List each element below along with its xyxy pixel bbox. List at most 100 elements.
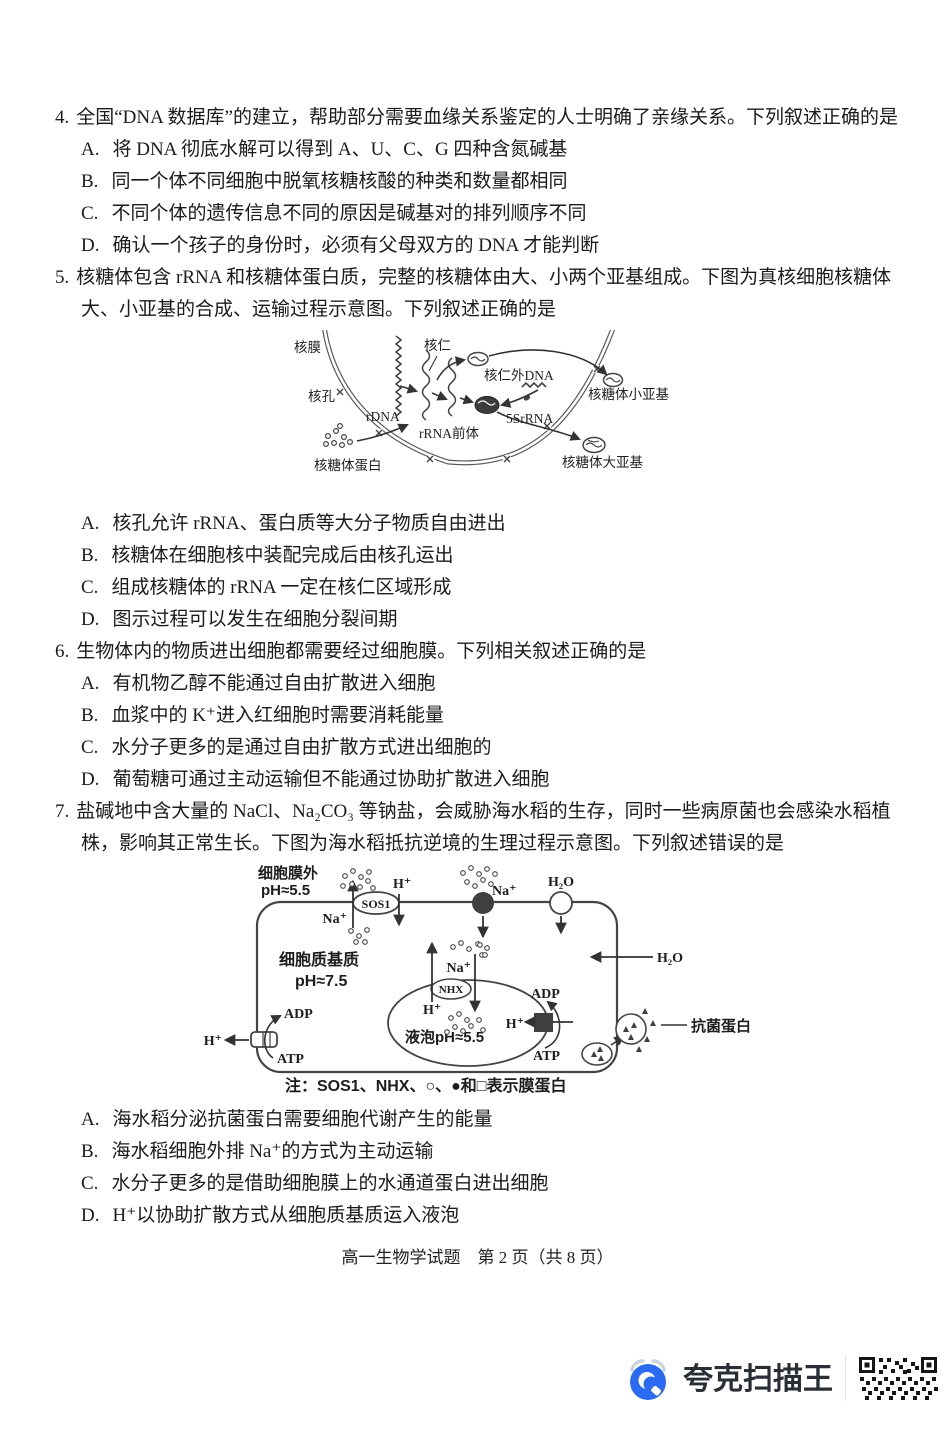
label-nuclear-membrane: 核膜 [294, 340, 321, 355]
option-label: B. [81, 705, 99, 726]
secretion-vesicle-small [581, 1042, 613, 1066]
label-outside-membrane: 细胞膜外 [258, 864, 318, 882]
option-label: C. [81, 577, 99, 598]
label-large-subunit: 核糖体大亚基 [562, 454, 643, 470]
option-label: A. [81, 1109, 100, 1130]
question-6-option-a: A. 有机物乙醇不能通过自由扩散进入细胞 [55, 668, 900, 700]
question-6-option-c: C.水分子更多的是通过自由扩散方式进出细胞的 [55, 732, 900, 764]
large-subunit-blob [582, 436, 606, 454]
option-text: 有机物乙醇不能通过自由扩散进入细胞 [112, 673, 436, 694]
option-text: 同一个体不同细胞中脱氧核糖核酸的种类和数量都相同 [111, 171, 568, 192]
question-4-stem-text: 全国“DNA 数据库”的建立，帮助部分需要血缘关系鉴定的人士明确了亲缘关系。下列… [76, 107, 898, 128]
rdna-strand [394, 335, 403, 417]
option-label: C. [81, 1173, 99, 1194]
exam-content: 4. 全国“DNA 数据库”的建立，帮助部分需要血缘关系鉴定的人士明确了亲缘关系。… [55, 102, 900, 1267]
question-5-number: 5. [55, 267, 70, 288]
label-antibacterial-protein: 抗菌蛋白 [691, 1017, 751, 1035]
label-5srrna: 5SrRNA [506, 411, 554, 426]
label-h-plus-left: H⁺ [204, 1034, 222, 1049]
option-text: 水分子更多的是通过自由扩散方式进出细胞的 [111, 737, 492, 758]
option-label: D. [81, 235, 100, 256]
label-cytosol: 细胞质基质 [279, 950, 359, 969]
pre-large-subunit-blob [474, 396, 500, 414]
process-arrows [356, 349, 608, 442]
option-text: 不同个体的遗传信息不同的原因是碱基对的排列顺序不同 [111, 203, 587, 224]
label-adp-vacuole: ADP [531, 987, 560, 1002]
rrna-precursor-strands [421, 349, 457, 421]
option-text: 水分子更多的是借助细胞膜上的水通道蛋白进出细胞 [111, 1173, 549, 1194]
na-dots-inside [348, 927, 370, 945]
question-4-number: 4. [55, 107, 70, 128]
question-7-stem-text: 盐碱地中含大量的 NaCl、Na₂CO₃ 等钠盐，会威胁海水稻的生存，同时一些病… [76, 801, 891, 854]
question-7-number: 7. [55, 801, 70, 822]
label-h-plus: H⁺ [393, 877, 411, 892]
sea-rice-stress-diagram: 细胞膜外 pH≈5.5 SOS1 Na⁺ H⁺ [204, 864, 751, 1095]
atp-adp-arrow-left [264, 1015, 282, 1059]
na-dots-above-channel [460, 865, 498, 889]
badge-divider [845, 1355, 846, 1401]
question-4-stem: 4. 全国“DNA 数据库”的建立，帮助部分需要血缘关系鉴定的人士明确了亲缘关系。… [55, 102, 900, 134]
question-5-option-d: D. 图示过程可以发生在细胞分裂间期 [55, 604, 900, 636]
option-label: B. [81, 545, 99, 566]
option-text: 海水稻细胞外排 Na⁺的方式为主动运输 [111, 1141, 434, 1162]
question-7: 7. 盐碱地中含大量的 NaCl、Na₂CO₃ 等钠盐，会威胁海水稻的生存，同时一… [55, 796, 900, 1232]
quark-scanner-icon [630, 1359, 666, 1400]
option-label: C. [81, 203, 99, 224]
vacuolar-h-pump [534, 1013, 553, 1032]
page-footer: 高一生物学试题 第 2 页（共 8 页） [341, 1248, 614, 1267]
option-text: 葡萄糖可通过主动运输但不能通过协助扩散进入细胞 [112, 769, 550, 790]
option-text: 血浆中的 K⁺进入红细胞时需要消耗能量 [111, 705, 444, 726]
na-channel [472, 892, 494, 914]
option-text: 组成核糖体的 rRNA 一定在核仁区域形成 [111, 577, 452, 598]
option-label: B. [81, 1141, 99, 1162]
diagram-note: 注：SOS1、NHX、○、●和□表示膜蛋白 [285, 1076, 566, 1095]
scanner-brand-text: 夸克扫描王 [683, 1363, 833, 1396]
label-na-plus: Na⁺ [323, 912, 348, 927]
label-rdna: rDNA [366, 409, 400, 424]
ribosomal-protein-dots [322, 422, 353, 448]
label-cytosol-ph: pH≈7.5 [295, 973, 347, 990]
label-h2o-right: H₂O [657, 951, 683, 966]
option-label: B. [81, 171, 99, 192]
label-na-plus-vacuole: Na⁺ [447, 961, 472, 976]
option-label: A. [81, 513, 100, 534]
question-4: 4. 全国“DNA 数据库”的建立，帮助部分需要血缘关系鉴定的人士明确了亲缘关系。… [55, 102, 900, 262]
question-6-stem-text: 生物体内的物质进出细胞都需要经过细胞膜。下列相关叙述正确的是 [76, 641, 647, 662]
question-5-option-c: C. 组成核糖体的 rRNA 一定在核仁区域形成 [55, 572, 900, 604]
label-h-plus-pump: H⁺ [506, 1017, 524, 1032]
question-7-option-c: C. 水分子更多的是借助细胞膜上的水通道蛋白进出细胞 [55, 1168, 900, 1200]
option-text: 确认一个孩子的身份时，必须有父母双方的 DNA 才能判断 [112, 235, 600, 256]
question-6-number: 6. [55, 641, 70, 662]
ribosome-synthesis-diagram: 核膜 核孔 核仁 核仁外DNA rDNA 5SrRNA rRNA前体 核糖体蛋白… [294, 330, 669, 473]
label-atp-vacuole: ATP [533, 1049, 560, 1064]
small-subunit-blob [602, 372, 624, 388]
question-7-option-a: A. 海水稻分泌抗菌蛋白需要细胞代谢产生的能量 [55, 1104, 900, 1136]
question-6-option-d: D.葡萄糖可通过主动运输但不能通过协助扩散进入细胞 [55, 764, 900, 796]
label-extranucleolar-dna: 核仁外DNA [484, 368, 554, 383]
question-4-option-a: A.将 DNA 彻底水解可以得到 A、U、C、G 四种含氮碱基 [55, 134, 900, 166]
option-label: A. [81, 673, 100, 694]
na-dots-in-vacuole [444, 1011, 486, 1035]
scanner-badge: 夸克扫描王 [625, 1352, 938, 1404]
na-dots-outside [340, 868, 376, 891]
label-na-plus-channel: Na⁺ [492, 884, 517, 899]
option-label: D. [81, 609, 100, 630]
label-rrna-precursor: rRNA前体 [419, 425, 479, 441]
extranucleolar-dna-strand [521, 381, 547, 389]
option-text: H⁺以协助扩散方式从细胞质基质运入液泡 [112, 1205, 460, 1226]
nuclear-envelope [322, 330, 616, 466]
label-h2o-top: H₂O [548, 875, 574, 890]
label-h-plus-vacuole: H⁺ [423, 1003, 441, 1018]
question-6-stem: 6. 生物体内的物质进出细胞都需要经过细胞膜。下列相关叙述正确的是 [55, 636, 900, 668]
label-atp-left: ATP [277, 1052, 304, 1067]
label-nuclear-pore: 核孔 [308, 389, 335, 404]
option-text: 将 DNA 彻底水解可以得到 A、U、C、G 四种含氮碱基 [112, 139, 568, 160]
option-text: 图示过程可以发生在细胞分裂间期 [112, 609, 398, 630]
pre-small-subunit-blob [467, 351, 489, 367]
qr-code [859, 1357, 938, 1400]
option-text: 海水稻分泌抗菌蛋白需要细胞代谢产生的能量 [112, 1109, 493, 1130]
question-4-option-d: D. 确认一个孩子的身份时，必须有父母双方的 DNA 才能判断 [55, 230, 900, 262]
question-7-option-b: B. 海水稻细胞外排 Na⁺的方式为主动运输 [55, 1136, 900, 1168]
sos1-transporter: SOS1 [352, 891, 400, 915]
